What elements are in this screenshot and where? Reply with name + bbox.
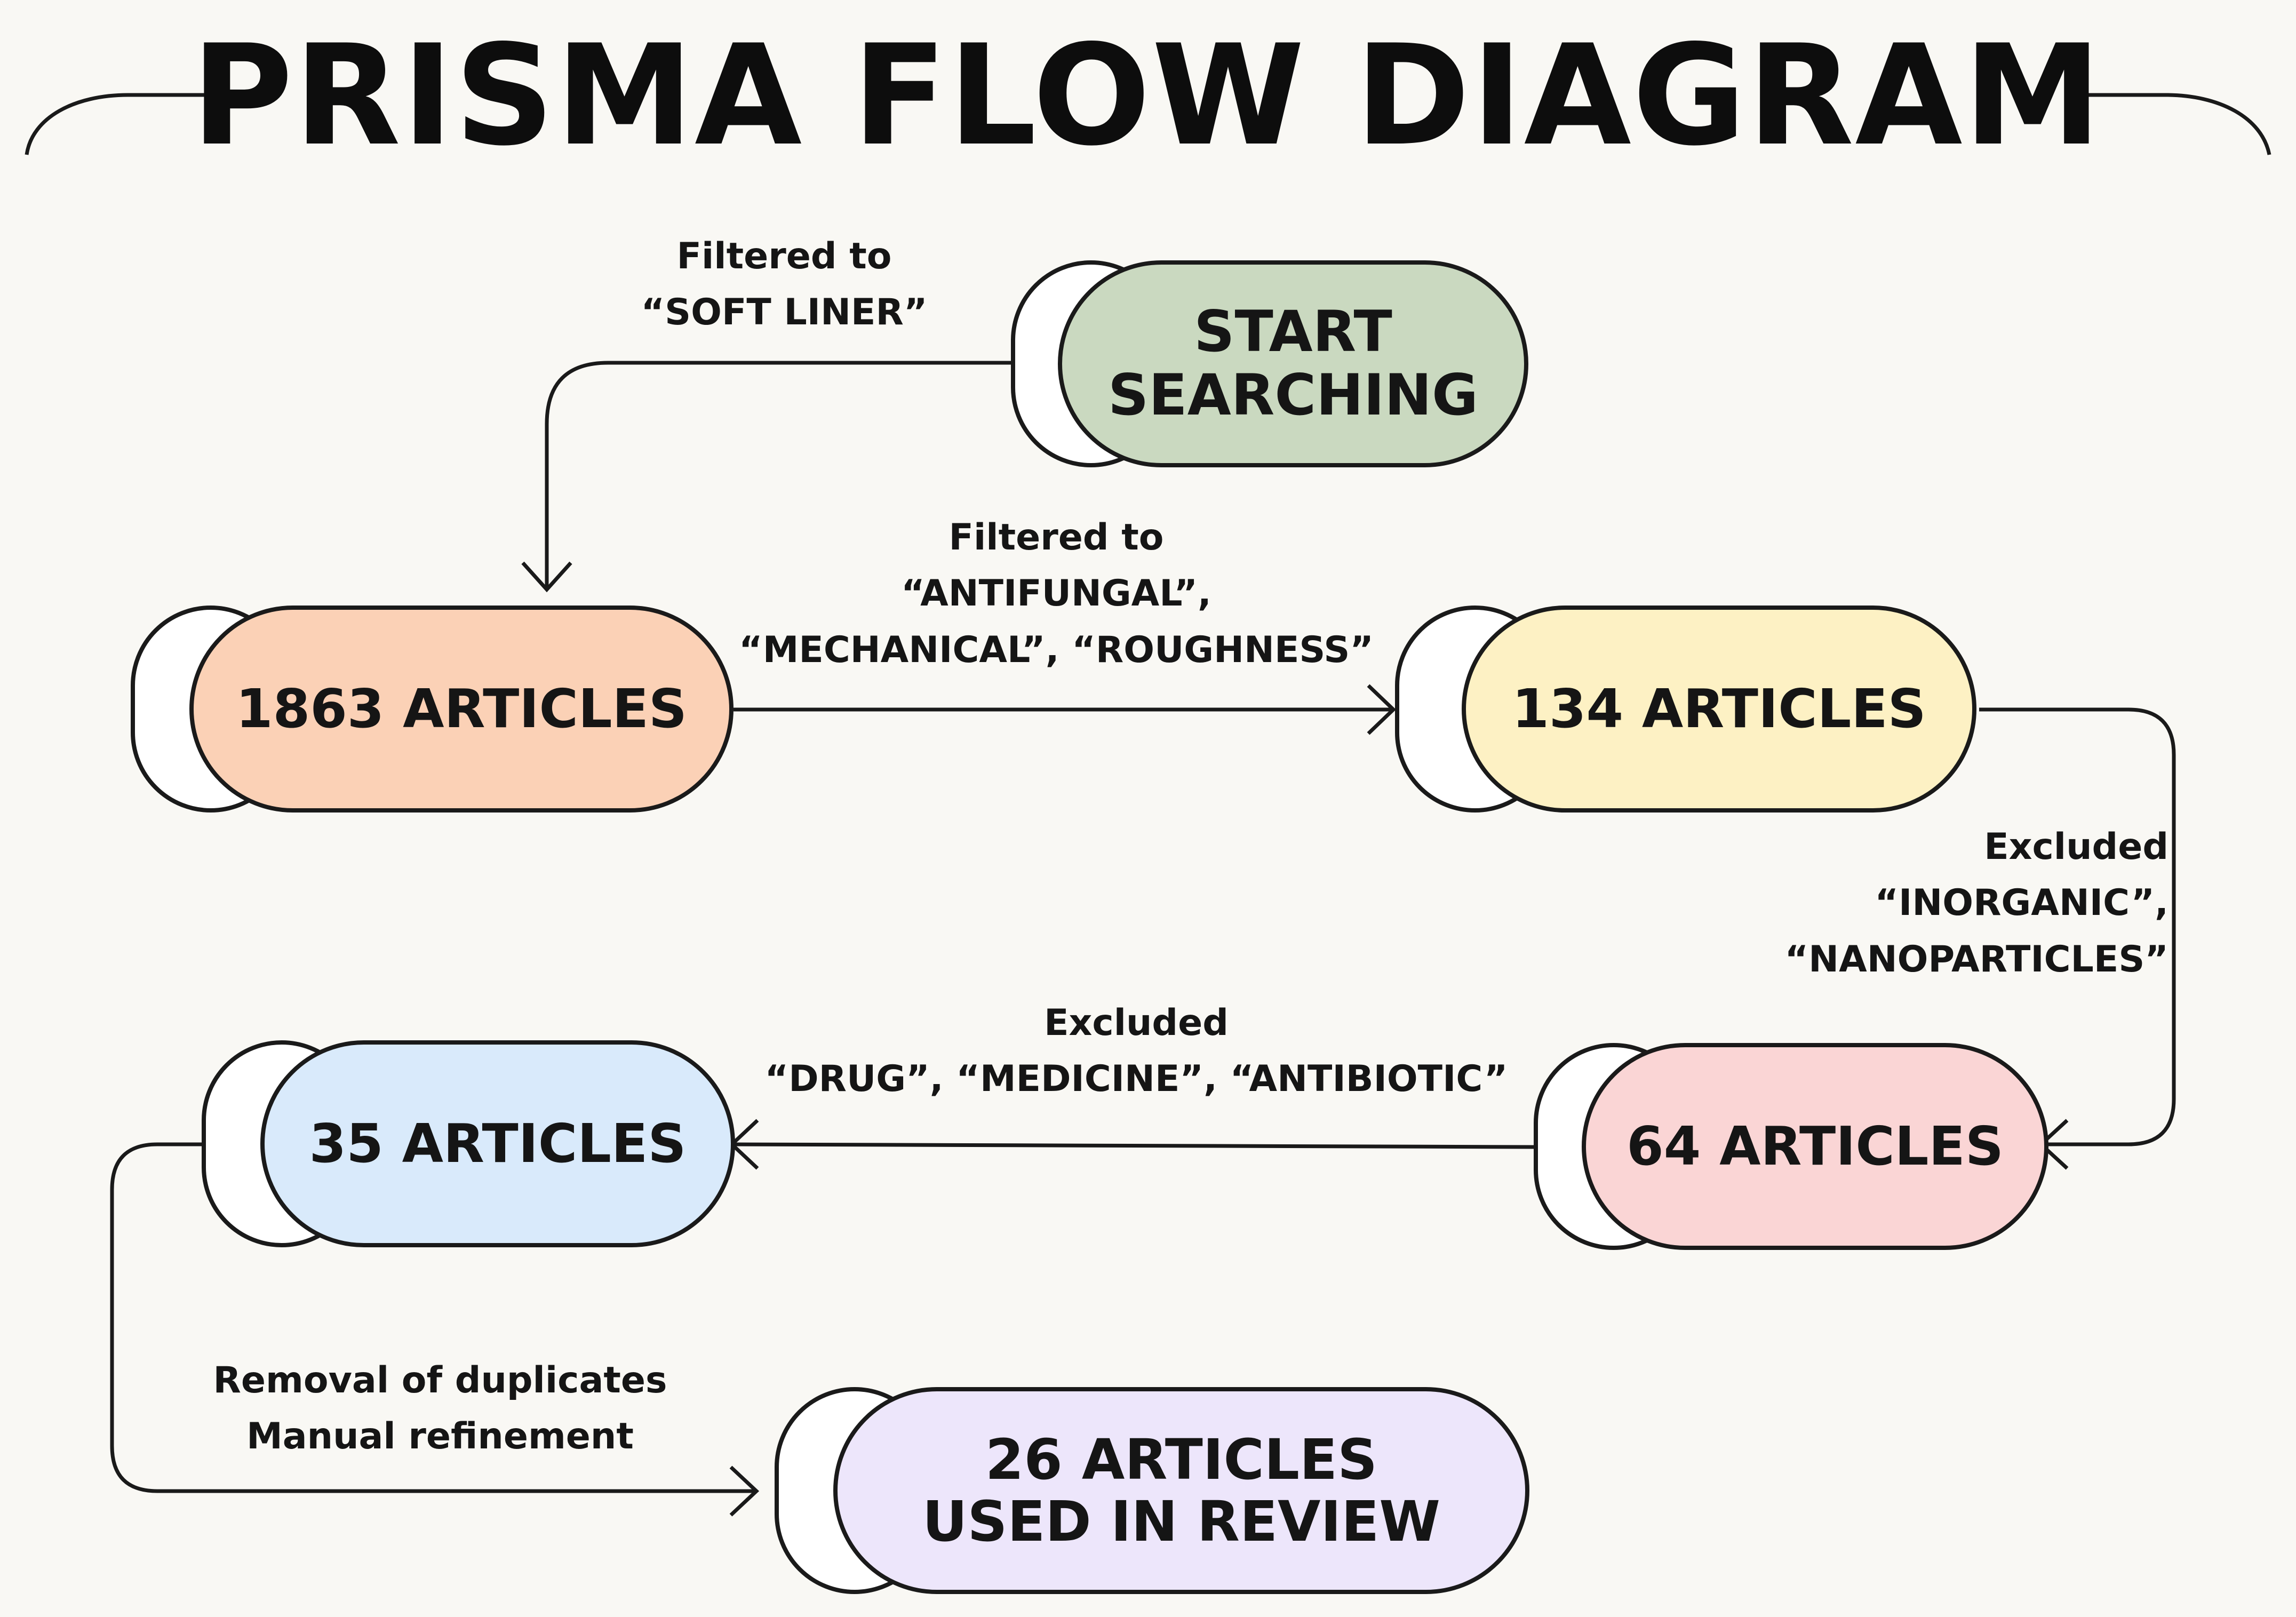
- edge-start-to-1863: [545, 361, 1014, 587]
- node-label: START SEARCHING: [1107, 299, 1479, 428]
- arrowhead-1863: [521, 561, 572, 593]
- node-face: START SEARCHING: [1058, 260, 1528, 467]
- node-face: 64 ARTICLES: [1582, 1043, 2048, 1250]
- node-face: 35 ARTICLES: [260, 1040, 735, 1247]
- arrowhead-26: [729, 1465, 760, 1517]
- node-label: 64 ARTICLES: [1627, 1115, 2004, 1177]
- node-26-articles: 26 ARTICLES USED IN REVIEW: [775, 1387, 1529, 1594]
- page-title: PRISMA FLOW DIAGRAM: [191, 15, 2103, 177]
- node-face: 26 ARTICLES USED IN REVIEW: [833, 1387, 1529, 1594]
- node-face: 134 ARTICLES: [1462, 606, 1976, 813]
- node-face: 1863 ARTICLES: [189, 606, 734, 813]
- node-label: 134 ARTICLES: [1512, 678, 1926, 740]
- edge-134-to-64: [1979, 707, 2176, 1146]
- node-35-articles: 35 ARTICLES: [202, 1040, 735, 1247]
- node-label: 26 ARTICLES USED IN REVIEW: [922, 1427, 1440, 1554]
- edge-label-soft-liner: Filtered to “SOFT LINER”: [641, 235, 928, 334]
- edge-label-filters: Filtered to “ANTIFUNGAL”, “MECHANICAL”, …: [739, 516, 1374, 671]
- node-start-searching: START SEARCHING: [1011, 260, 1528, 467]
- node-label: 1863 ARTICLES: [236, 678, 687, 740]
- node-1863-articles: 1863 ARTICLES: [131, 606, 734, 813]
- node-134-articles: 134 ARTICLES: [1395, 606, 1976, 813]
- title-bracket-left: [25, 93, 224, 155]
- edge-label-drug: Excluded “DRUG”, “MEDICINE”, “ANTIBIOTIC…: [764, 1002, 1508, 1101]
- edge-35-to-26: [110, 1142, 755, 1493]
- edge-64-to-35: [733, 1142, 1534, 1149]
- edge-label-duplicates: Removal of duplicates Manual refinement: [213, 1359, 667, 1458]
- node-64-articles: 64 ARTICLES: [1534, 1043, 2048, 1250]
- node-label: 35 ARTICLES: [309, 1112, 687, 1175]
- edge-label-inorganic: Excluded “INORGANIC”, “NANOPARTICLES”: [1784, 826, 2169, 981]
- arrowhead-134: [1367, 684, 1397, 735]
- title-bracket-right: [2070, 93, 2271, 155]
